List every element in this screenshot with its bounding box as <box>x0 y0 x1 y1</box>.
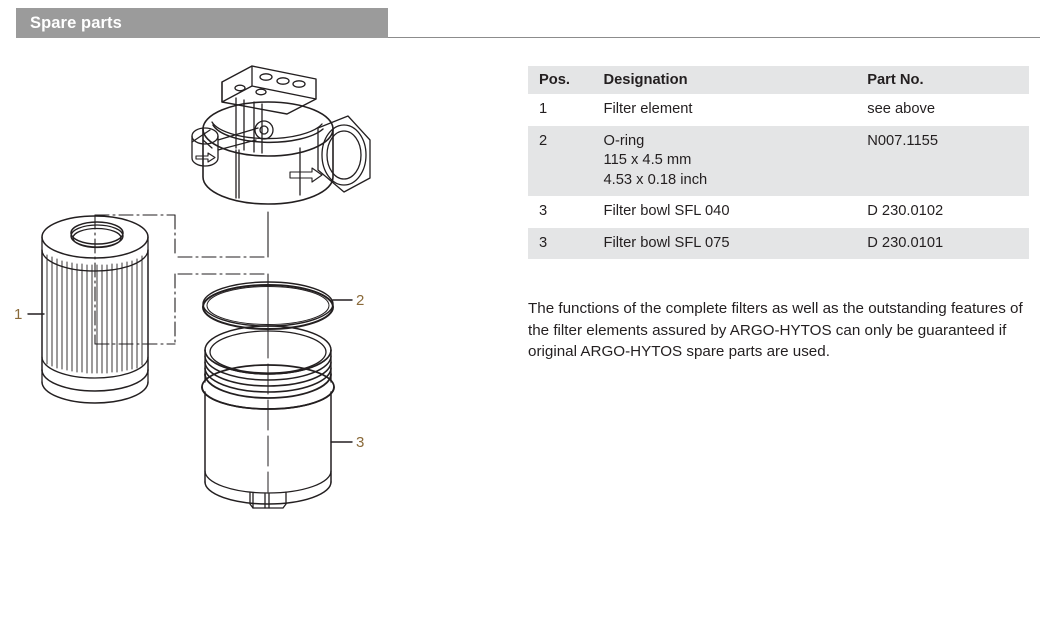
cell-designation: O-ring 115 x 4.5 mm 4.53 x 0.18 inch <box>594 125 859 196</box>
spare-parts-note: The functions of the complete filters as… <box>528 300 1023 361</box>
table-row: 1 Filter element see above <box>528 94 1029 126</box>
designation-line-1: Filter bowl SFL 040 <box>603 203 730 219</box>
cell-part-no: N007.1155 <box>858 125 1029 196</box>
filter-head-assembly <box>191 65 371 205</box>
cell-designation: Filter bowl SFL 040 <box>594 196 859 228</box>
cell-part-no: see above <box>858 94 1029 126</box>
designation-line-1: Filter bowl SFL 075 <box>603 234 730 251</box>
cell-part-no: D 230.0102 <box>858 196 1029 228</box>
cell-designation: Filter bowl SFL 075 <box>594 227 859 259</box>
table-header-row: Pos. Designation Part No. <box>528 66 1029 94</box>
section-header-bar: Spare parts <box>16 8 388 38</box>
designation-line-3: 4.53 x 0.18 inch <box>603 171 708 188</box>
spare-parts-table: Pos. Designation Part No. 1 Filter eleme… <box>528 66 1029 259</box>
table-row: 3 Filter bowl SFL 075 D 230.0101 <box>528 227 1029 259</box>
callout-number-2: 2 <box>356 292 364 309</box>
cell-pos: 2 <box>528 125 595 196</box>
designation-line-1: O-ring <box>603 132 645 149</box>
column-header-pos: Pos. <box>528 66 595 94</box>
column-header-part-no: Part No. <box>858 66 1029 94</box>
table-row: 2 O-ring 115 x 4.5 mm 4.53 x 0.18 inch N… <box>528 125 1029 196</box>
cell-pos: 1 <box>528 94 595 126</box>
cell-pos: 3 <box>528 196 595 228</box>
filter-element <box>41 215 149 404</box>
table-row: 3 Filter bowl SFL 040 D 230.0102 <box>528 196 1029 228</box>
cell-part-no: D 230.0101 <box>858 227 1029 259</box>
table-body: 1 Filter element see above 2 O-ring 115 … <box>528 94 1029 259</box>
callout-number-3: 3 <box>356 434 364 451</box>
table-header: Pos. Designation Part No. <box>528 66 1029 94</box>
designation-line-1: Filter element <box>603 101 693 117</box>
cell-designation: Filter element <box>594 94 859 126</box>
header-divider-rule <box>388 37 1040 38</box>
column-header-designation: Designation <box>594 66 859 94</box>
exploded-assembly-drawing: 1 2 3 <box>0 52 420 512</box>
callout-leader-lines <box>27 299 353 443</box>
callout-number-1: 1 <box>14 306 22 323</box>
page-title: Spare parts <box>30 13 122 32</box>
cell-pos: 3 <box>528 227 595 259</box>
filter-bowl <box>201 325 335 509</box>
designation-line-2: 115 x 4.5 mm <box>603 152 692 168</box>
reference-bracket <box>94 214 269 345</box>
